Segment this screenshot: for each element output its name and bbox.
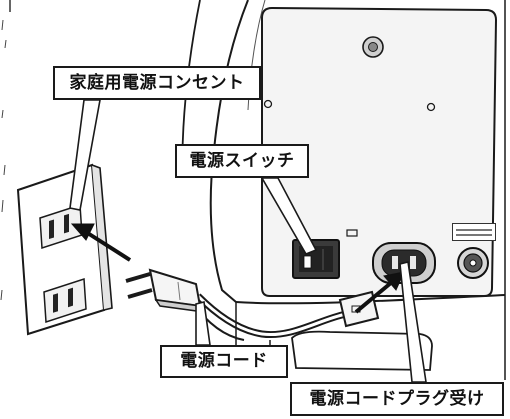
- power-switch-callout-label: 電源スイッチ: [175, 144, 309, 178]
- connector-jack-icon: [457, 247, 489, 279]
- device-base: [235, 302, 433, 371]
- arrow-icon: [70, 223, 405, 314]
- power-plug-icon: [125, 268, 206, 313]
- rocker-switch-icon: [292, 239, 340, 279]
- wall-outlet-icon: [16, 163, 113, 336]
- wall-hatching: [0, 19, 7, 301]
- callout-leaders: [69, 99, 427, 383]
- outlet-callout-label: 家庭用電源コンセント: [53, 66, 261, 100]
- power-cord-callout-label: 電源コード: [160, 345, 288, 378]
- connector-label-plate: [452, 223, 496, 241]
- rear-panel: [261, 6, 498, 297]
- power-inlet-callout-label: 電源コードプラグ受け: [290, 382, 504, 416]
